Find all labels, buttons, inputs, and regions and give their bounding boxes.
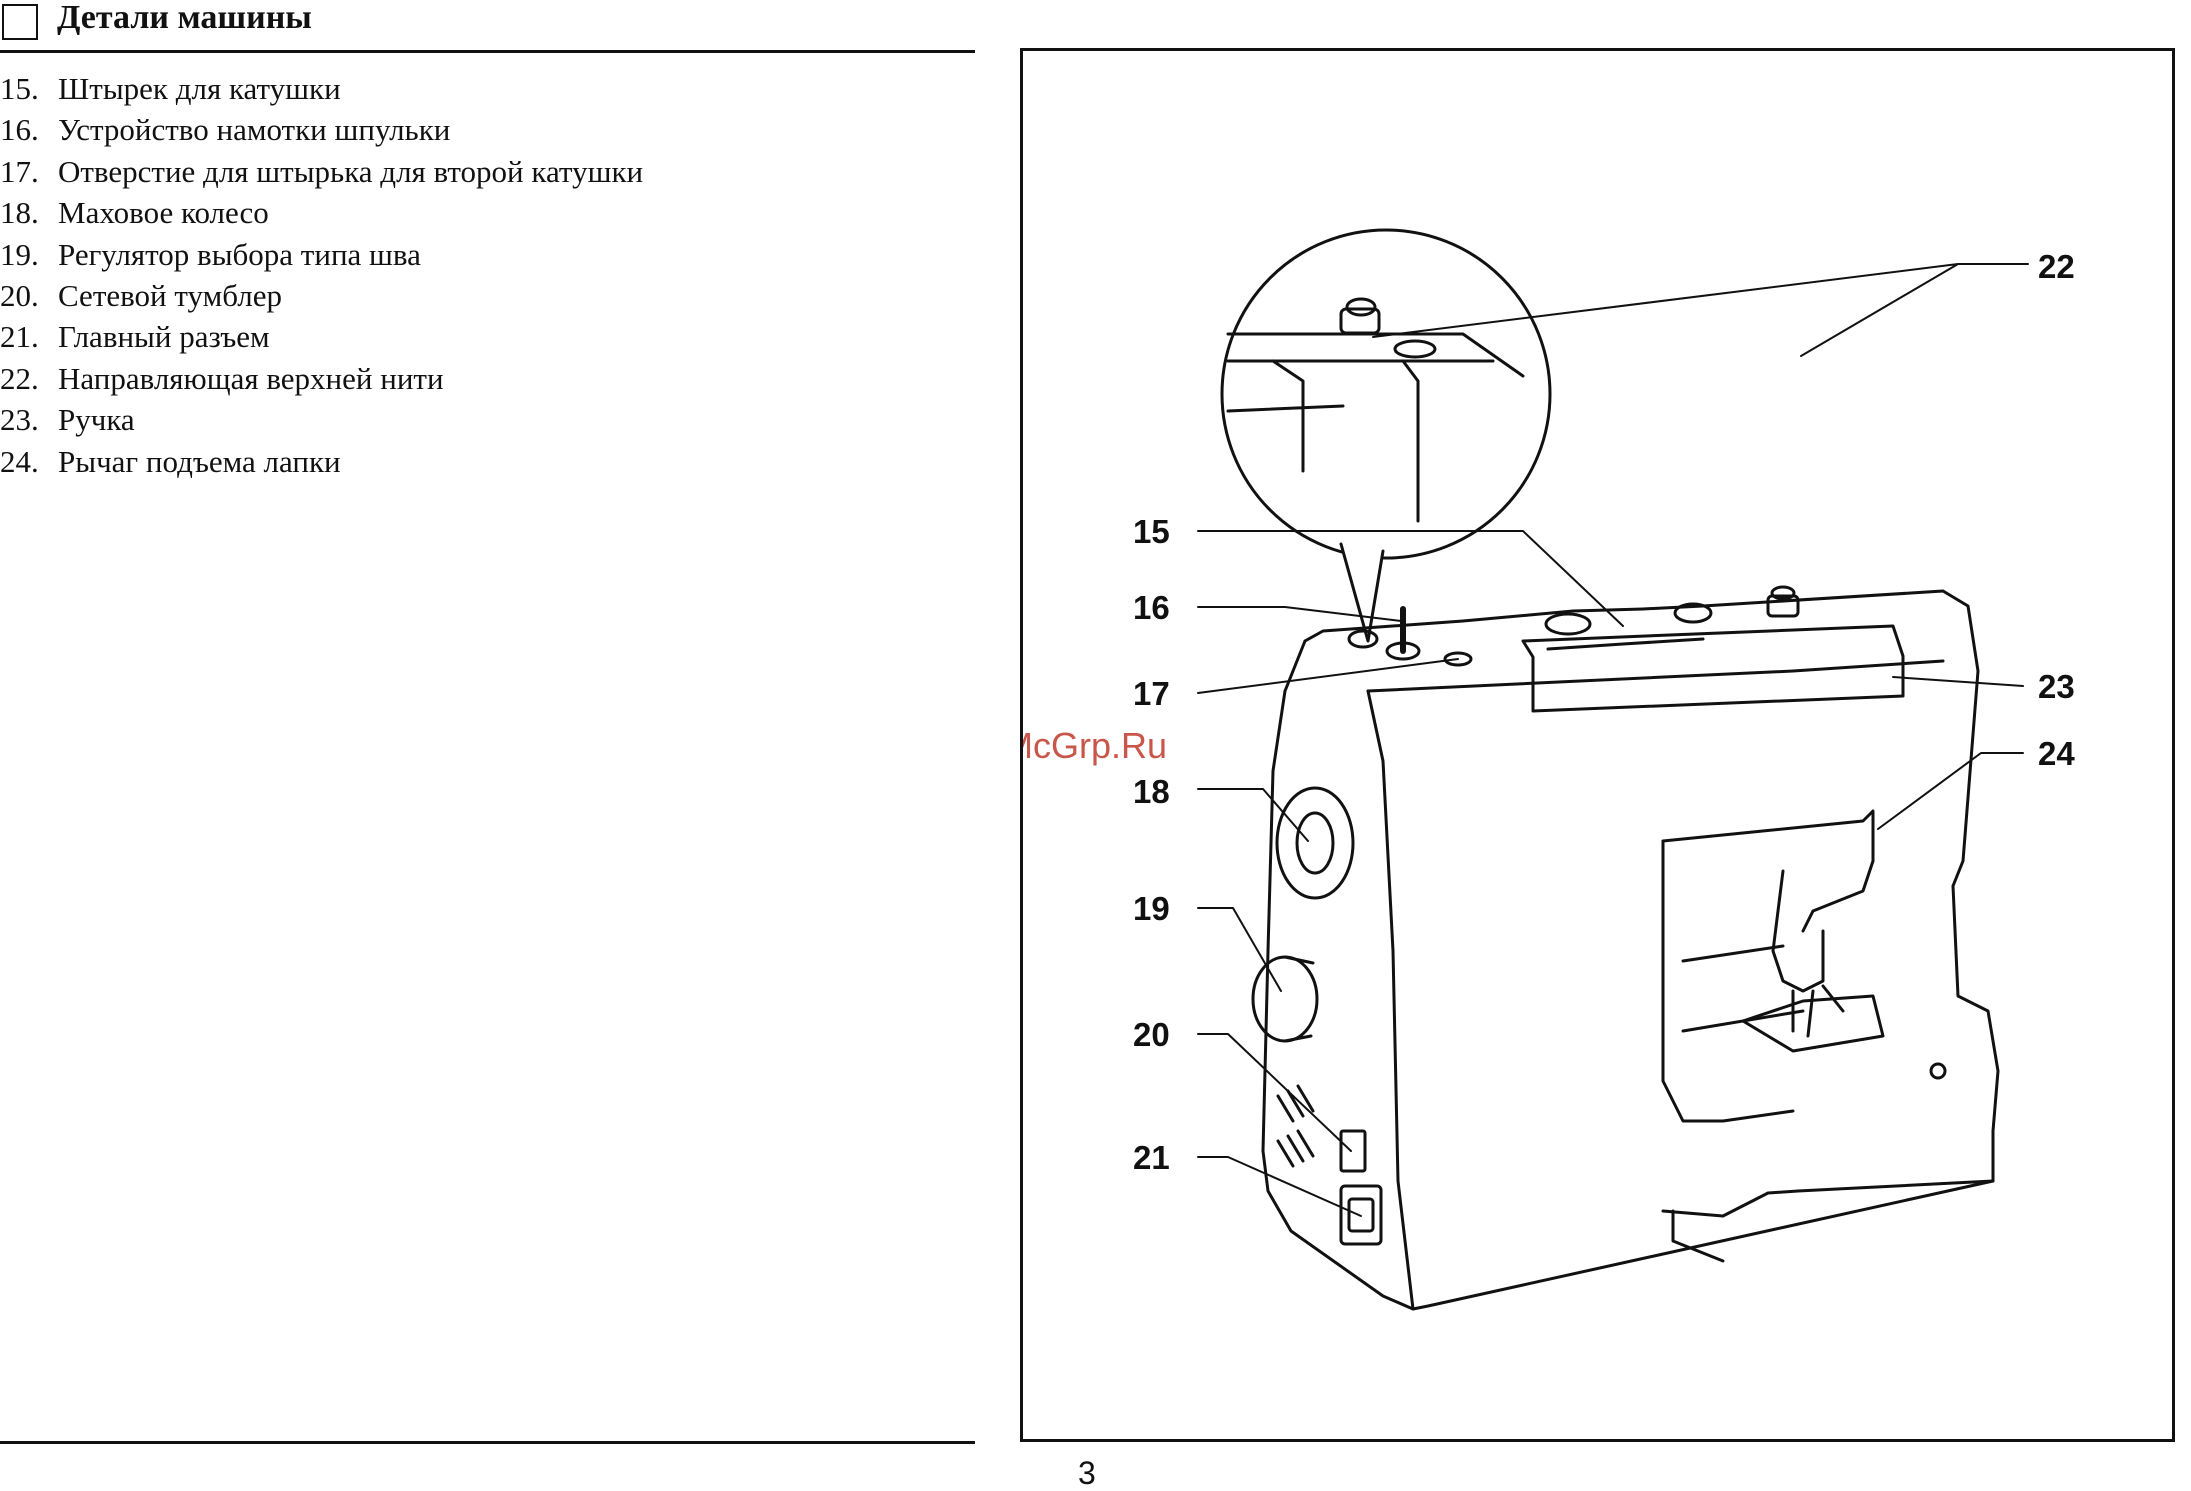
carry-handle — [1521, 624, 1905, 713]
bobbin-winder-base — [1385, 641, 1421, 661]
item-number: 16. — [0, 112, 39, 148]
bed-screw — [1929, 1062, 1947, 1080]
list-item: 21. Главный разъем — [0, 316, 960, 357]
list-item: 18. Маховое колесо — [0, 192, 960, 233]
inset-machine-top — [1226, 332, 1525, 523]
top-cover-bump — [1544, 612, 1592, 636]
machine-left-outline — [1261, 639, 1995, 1311]
item-label: Отверстие для штырька для второй катушки — [58, 153, 644, 189]
leader-line-15 — [1197, 530, 1624, 627]
top-cover-bump — [1673, 602, 1713, 624]
item-label: Штырек для катушки — [58, 71, 341, 106]
list-item: 15. Штырек для катушки — [0, 68, 960, 109]
list-item: 17. Отверстие для штырька для второй кату… — [0, 151, 960, 192]
list-item: 20. Сетевой тумблер — [0, 275, 960, 316]
power-socket — [1339, 1184, 1383, 1246]
item-number: 23. — [0, 402, 39, 438]
item-label: Сетевой тумблер — [58, 278, 282, 314]
machine-front-top-edge — [1366, 659, 1945, 693]
list-item: 23. Ручка — [0, 399, 960, 440]
callout-24: 24 — [2038, 735, 2075, 772]
parts-list: 15. Штырек для катушки 16. Устройство намо… — [0, 68, 960, 482]
free-arm — [1661, 1189, 1800, 1263]
power-switch — [1339, 1129, 1367, 1173]
section-title: Детали машины — [57, 0, 312, 36]
item-label: Регулятор выбора типа шва — [58, 236, 421, 272]
callout-16: 16 — [1133, 589, 1170, 626]
leader-line-20 — [1197, 1033, 1352, 1152]
list-item: 19. Регулятор выбора типа шва — [0, 234, 960, 275]
presser-foot — [1791, 984, 1845, 1038]
list-item: 16. Устройство намотки шпульки — [0, 109, 960, 150]
arm-inner-lines — [1681, 944, 1805, 1033]
list-item: 24. Рычаг подъема лапки — [0, 441, 960, 482]
magnifier-circle — [1220, 228, 1552, 560]
item-number: 17. — [0, 153, 39, 189]
needle-bar — [1771, 869, 1825, 993]
page-number: 3 — [1078, 1455, 1096, 1491]
thread-guide — [1766, 594, 1800, 618]
thread-guide-knob — [1770, 585, 1796, 601]
item-label: Ручка — [58, 402, 135, 438]
leader-line-16 — [1197, 606, 1402, 622]
pattern-dial — [1251, 955, 1319, 1043]
callout-18: 18 — [1133, 773, 1170, 810]
machine-figure: 15 16 17 18 19 20 21 22 23 24 McGrp.Ru — [1020, 48, 2175, 1442]
leader-line-24 — [1877, 752, 2024, 830]
item-number: 19. — [0, 236, 39, 272]
leader-line-21 — [1197, 1156, 1362, 1217]
machine-front-edge — [1366, 689, 1415, 1311]
arm-opening — [1661, 809, 1875, 1123]
sewing-machine-illustration: 15 16 17 18 19 20 21 22 23 24 McGrp.Ru — [1023, 228, 2075, 1311]
pattern-dial-edge — [1283, 955, 1315, 1043]
bottom-rule — [0, 1441, 975, 1444]
callout-15: 15 — [1133, 513, 1170, 550]
callout-21: 21 — [1133, 1139, 1170, 1176]
item-number: 18. — [0, 195, 39, 231]
item-number: 15. — [0, 71, 39, 106]
item-label: Направляющая верхней нити — [58, 360, 444, 396]
callout-22: 22 — [2038, 248, 2075, 285]
item-number: 24. — [0, 443, 39, 479]
section-header: Детали машины — [0, 0, 975, 53]
leader-line-17 — [1197, 658, 1459, 694]
second-spool-hole — [1443, 651, 1473, 667]
callout-19: 19 — [1133, 890, 1170, 927]
item-number: 21. — [0, 319, 39, 355]
inset-knob — [1345, 297, 1377, 317]
spool-pin-cap — [1347, 629, 1379, 649]
watermark: McGrp.Ru — [1023, 725, 1167, 766]
callout-17: 17 — [1133, 675, 1170, 712]
callout-23: 23 — [2038, 668, 2075, 705]
machine-bed — [1796, 884, 2000, 1193]
item-label: Главный разъем — [58, 319, 270, 355]
handle-slot — [1546, 637, 1705, 651]
item-label: Устройство намотки шпульки — [58, 112, 451, 148]
power-socket-inner — [1347, 1197, 1375, 1233]
callout-20: 20 — [1133, 1016, 1170, 1053]
vent-slots — [1276, 1084, 1315, 1168]
item-number: 22. — [0, 360, 39, 396]
handwheel — [1275, 786, 1355, 900]
item-number: 20. — [0, 278, 39, 314]
handwheel-hub — [1295, 811, 1335, 875]
list-item: 22. Направляющая верхней нити — [0, 358, 960, 399]
leader-line-19 — [1197, 907, 1282, 992]
checkbox-icon[interactable] — [2, 4, 38, 40]
leader-line-23 — [1892, 676, 2024, 687]
inset-hole — [1393, 339, 1437, 359]
item-label: Рычаг подъема лапки — [58, 443, 341, 479]
leader-line-22 — [1372, 263, 2029, 357]
leader-line-18 — [1197, 788, 1309, 842]
magnifier-pointer — [1339, 542, 1385, 643]
inset-thread-guide — [1339, 307, 1381, 335]
item-label: Маховое колесо — [58, 195, 269, 231]
